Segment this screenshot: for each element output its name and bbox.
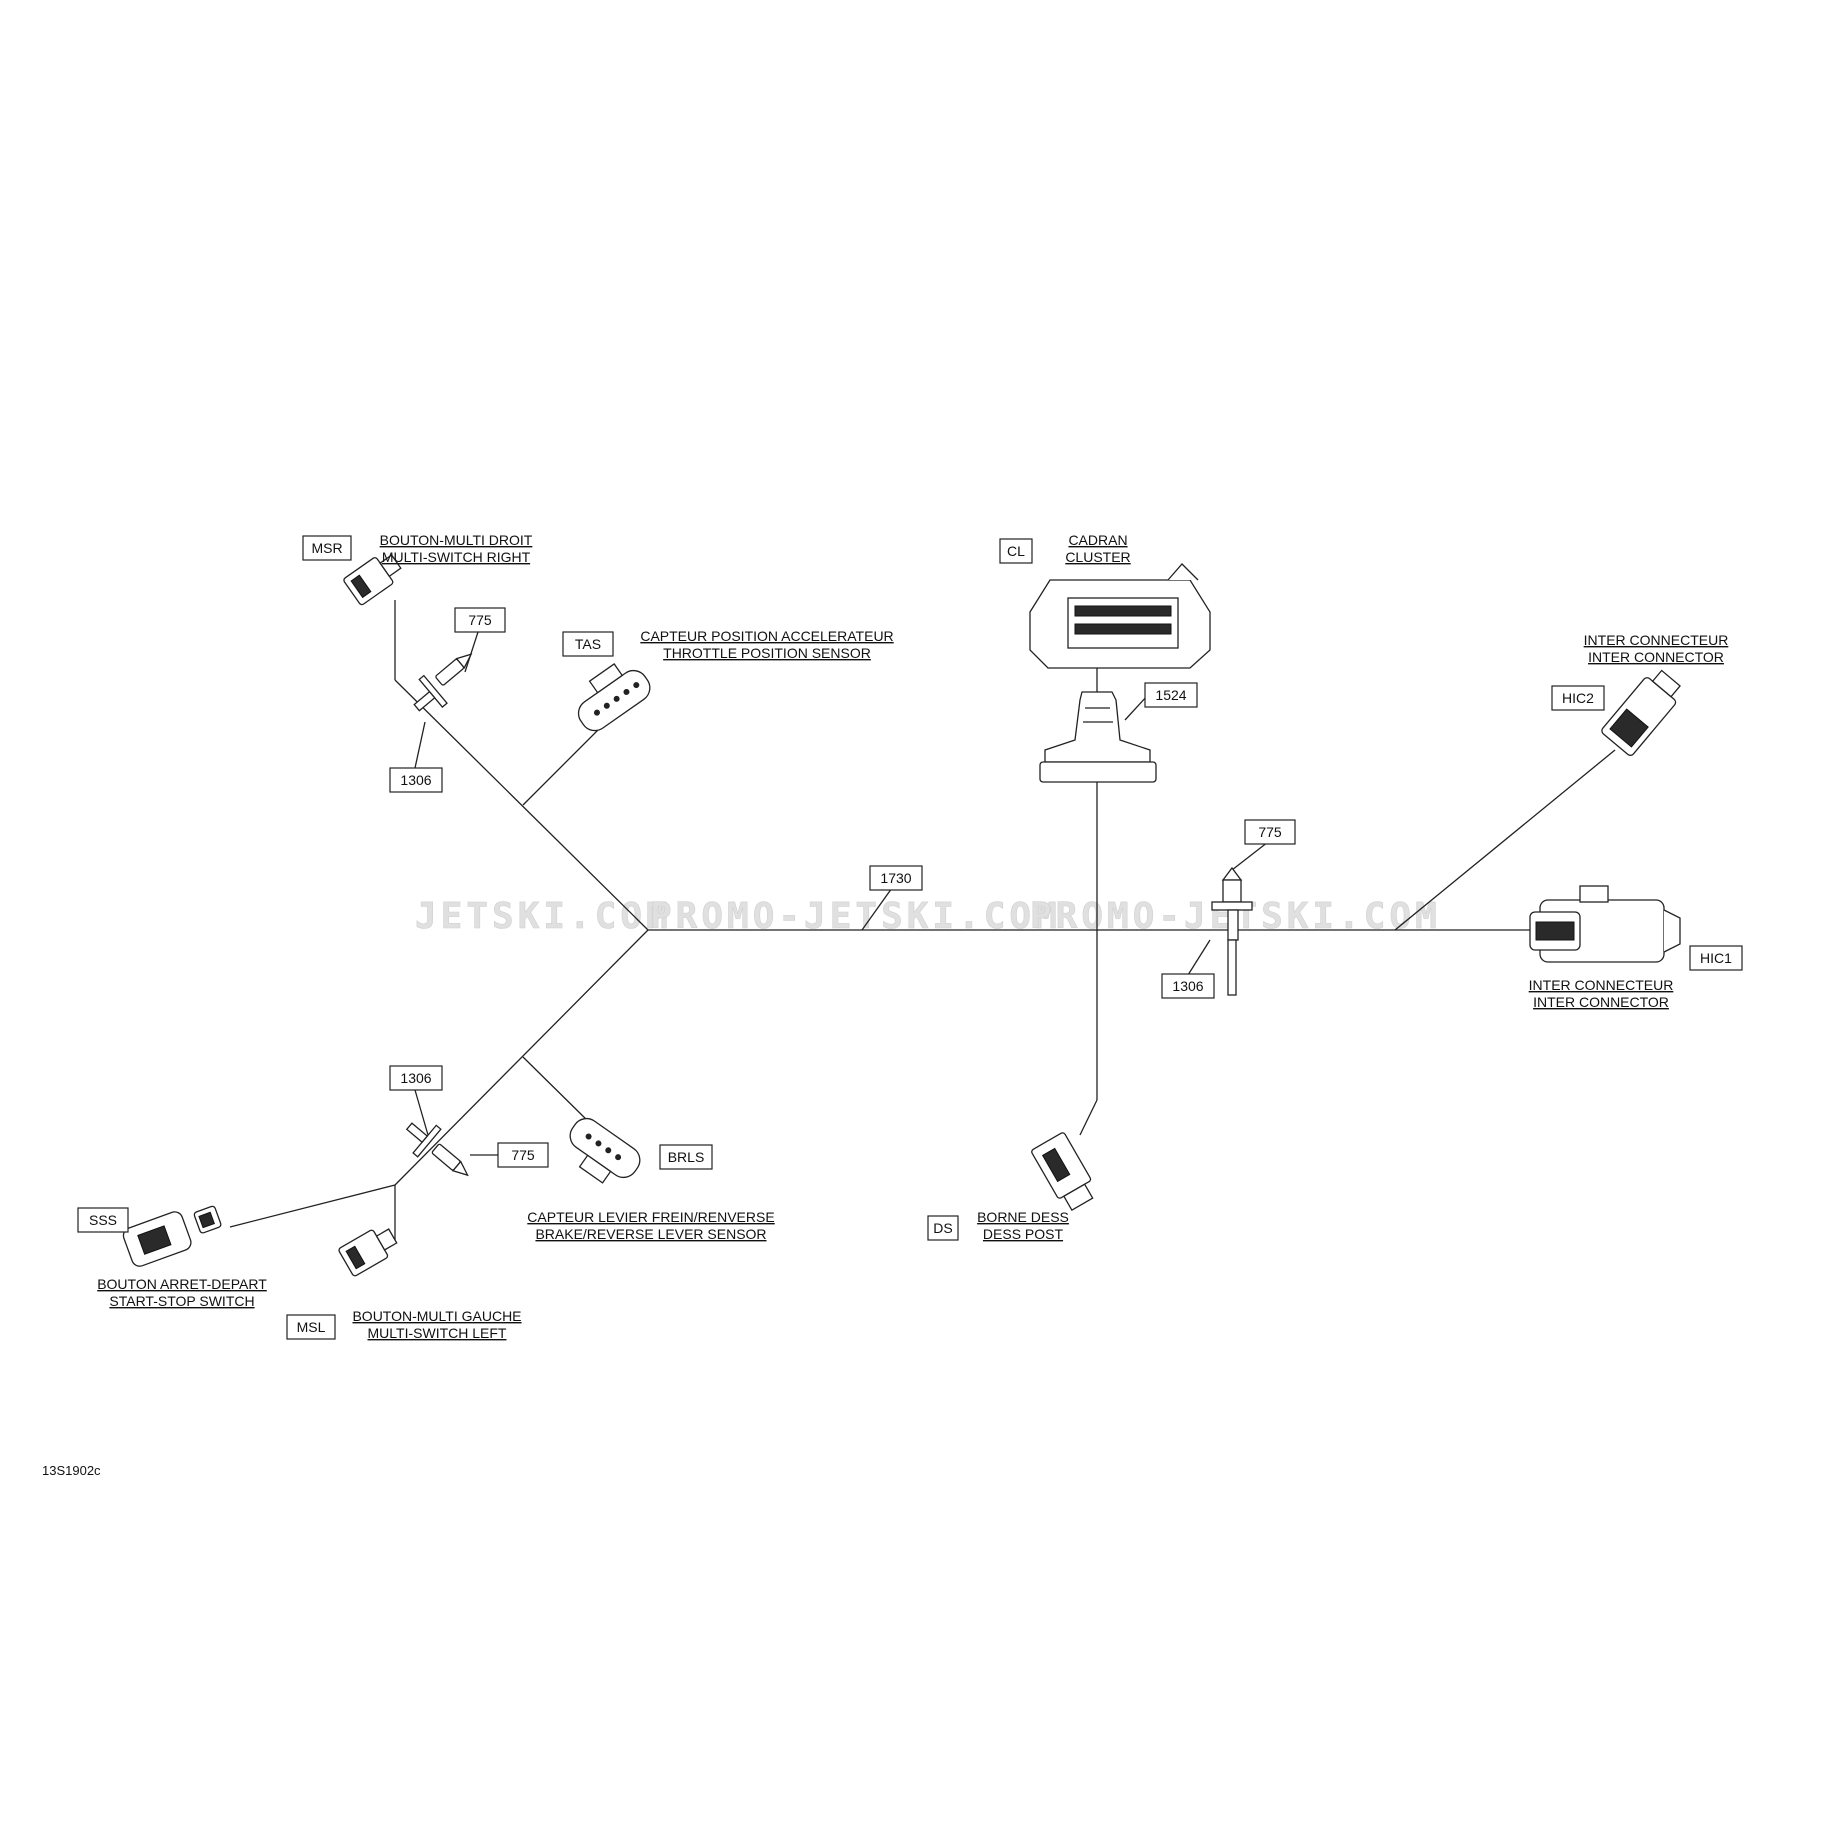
leader-1730: [861, 887, 893, 931]
tas-branch-wire: [522, 724, 604, 806]
part-box-775-bottom: 775: [497, 1142, 549, 1168]
sss-switch-illustration: [122, 1205, 222, 1267]
code-box-ds: DS: [927, 1215, 959, 1241]
label-brls: CAPTEUR LEVIER FREIN/RENVERSE BRAKE/REVE…: [527, 1209, 774, 1242]
label-sss-en: START-STOP SWITCH: [109, 1293, 254, 1309]
label-tas-fr: CAPTEUR POSITION ACCELERATEUR: [640, 628, 893, 644]
label-tas: CAPTEUR POSITION ACCELERATEUR THROTTLE P…: [640, 628, 893, 661]
code-cl: CL: [1007, 543, 1025, 559]
label-hic1: INTER CONNECTEUR INTER CONNECTOR: [1529, 977, 1674, 1010]
part-box-775-top: 775: [454, 607, 506, 633]
clip-775-top-illustration: [413, 653, 473, 712]
part-number-1306-bottom: 1306: [400, 1070, 431, 1086]
label-brls-en: BRAKE/REVERSE LEVER SENSOR: [535, 1226, 766, 1242]
label-ds-en: DESS POST: [983, 1226, 1064, 1242]
clip-1306-bottom-illustration: [405, 1122, 469, 1177]
label-msr: BOUTON-MULTI DROIT MULTI-SWITCH RIGHT: [380, 532, 533, 565]
leader-1524: [1124, 694, 1149, 721]
cluster-connector-illustration: [1029, 563, 1211, 669]
code-msl: MSL: [297, 1319, 326, 1335]
label-msl: BOUTON-MULTI GAUCHE MULTI-SWITCH LEFT: [352, 1308, 521, 1341]
label-hic1-fr: INTER CONNECTEUR: [1529, 977, 1674, 993]
upper-left-branch-wire: [394, 679, 649, 931]
code-sss: SSS: [89, 1212, 117, 1228]
code-box-tas: TAS: [562, 631, 614, 657]
part-box-1306-bottom: 1306: [389, 1065, 443, 1091]
label-cl-fr: CADRAN: [1068, 532, 1127, 548]
drawing-reference: 13S1902c: [42, 1463, 101, 1478]
hic2-connector-illustration: [1601, 669, 1681, 756]
label-tas-en: THROTTLE POSITION SENSOR: [663, 645, 871, 661]
code-box-cl: CL: [999, 538, 1033, 564]
label-hic2: INTER CONNECTEUR INTER CONNECTOR: [1584, 632, 1729, 665]
tas-connector-illustration: [577, 663, 651, 732]
label-sss: BOUTON ARRET-DEPART START-STOP SWITCH: [97, 1276, 267, 1309]
label-hic2-fr: INTER CONNECTEUR: [1584, 632, 1729, 648]
clip-775-right-illustration: [1211, 866, 1253, 996]
leader-1306-right: [1187, 939, 1211, 976]
harness-wires: [229, 600, 1616, 1240]
brls-branch-wire: [522, 1056, 593, 1126]
watermark-text-2: PROMO-JETSKI.COM: [650, 896, 1061, 937]
label-msl-fr: BOUTON-MULTI GAUCHE: [352, 1308, 521, 1324]
label-hic1-en: INTER CONNECTOR: [1533, 994, 1669, 1010]
hic2-branch-wire: [1394, 749, 1616, 931]
sss-branch-wire: [229, 1184, 396, 1228]
code-box-hic2: HIC2: [1551, 685, 1605, 711]
msr-connector-illustration: [343, 554, 402, 606]
code-hic2: HIC2: [1562, 690, 1594, 706]
label-msr-fr: BOUTON-MULTI DROIT: [380, 532, 533, 548]
part-box-1306-right: 1306: [1161, 973, 1215, 999]
part-number-775-bottom: 775: [511, 1147, 535, 1163]
part-number-775-top: 775: [468, 612, 492, 628]
label-ds-fr: BORNE DESS: [977, 1209, 1069, 1225]
msl-connector-illustration: [338, 1228, 398, 1277]
part-number-1306-right: 1306: [1172, 978, 1203, 994]
leader-775-right: [1231, 841, 1269, 871]
part-box-775-right: 775: [1244, 819, 1296, 845]
code-ds: DS: [933, 1220, 952, 1236]
part-number-1524: 1524: [1155, 687, 1186, 703]
label-msr-en: MULTI-SWITCH RIGHT: [382, 549, 531, 565]
label-cl-en: CLUSTER: [1065, 549, 1130, 565]
watermark: JETSKI.COM PROMO-JETSKI.COM PROMO-JETSKI…: [415, 896, 1437, 938]
label-cl: CADRAN CLUSTER: [1065, 532, 1130, 565]
part-number-775-right: 775: [1258, 824, 1282, 840]
code-box-msl: MSL: [286, 1314, 336, 1340]
code-hic1: HIC1: [1700, 950, 1732, 966]
code-msr: MSR: [311, 540, 342, 556]
lower-left-branch-wire: [394, 929, 649, 1186]
part-box-1730: 1730: [869, 865, 923, 891]
label-hic2-en: INTER CONNECTOR: [1588, 649, 1724, 665]
label-sss-fr: BOUTON ARRET-DEPART: [97, 1276, 267, 1292]
grommet-1524-illustration: [1039, 691, 1157, 783]
label-ds: BORNE DESS DESS POST: [977, 1209, 1069, 1242]
label-msl-en: MULTI-SWITCH LEFT: [368, 1325, 507, 1341]
part-number-1306-top: 1306: [400, 772, 431, 788]
leader-775-top: [464, 631, 479, 673]
leader-1306-bottom: [414, 1089, 429, 1136]
leader-1306-top: [414, 721, 426, 769]
hic1-connector-illustration: [1529, 885, 1681, 963]
code-box-sss: SSS: [77, 1207, 129, 1233]
dess-drop-wire: [1079, 1099, 1098, 1136]
code-box-msr: MSR: [302, 535, 352, 561]
code-tas: TAS: [575, 636, 601, 652]
part-box-1524: 1524: [1144, 682, 1198, 708]
code-box-hic1: HIC1: [1689, 945, 1743, 971]
code-box-brls: BRLS: [659, 1144, 713, 1170]
dess-post-connector-illustration: [1031, 1132, 1094, 1211]
code-brls: BRLS: [668, 1149, 705, 1165]
watermark-text-1: JETSKI.COM: [415, 896, 672, 937]
label-brls-fr: CAPTEUR LEVIER FREIN/RENVERSE: [527, 1209, 774, 1225]
brls-connector-illustration: [569, 1117, 641, 1184]
part-number-1730: 1730: [880, 870, 911, 886]
part-box-1306-top: 1306: [389, 767, 443, 793]
